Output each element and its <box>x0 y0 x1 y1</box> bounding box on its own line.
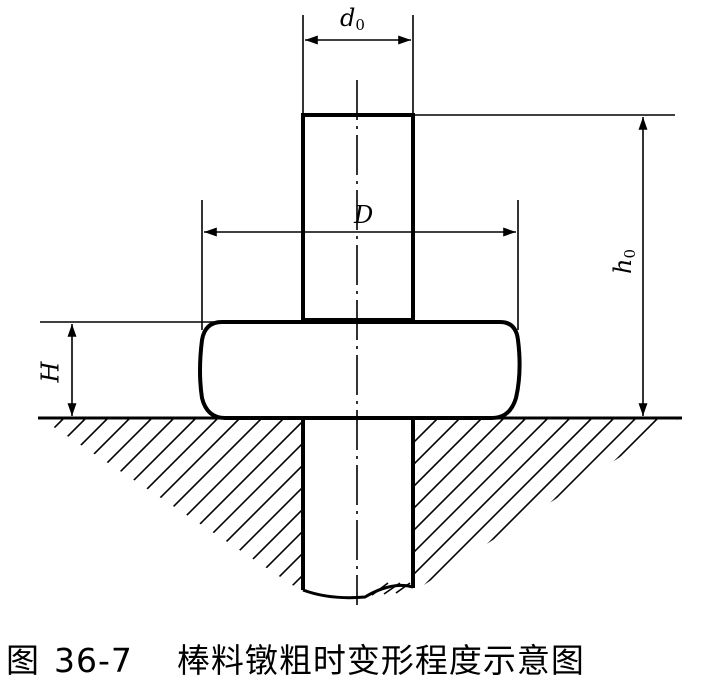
hatch-line <box>40 418 87 592</box>
hatch-line <box>567 418 680 592</box>
figure-caption: 图 36-7 棒料镦粗时变形程度示意图 <box>0 636 719 686</box>
hatch-line <box>457 418 659 592</box>
label-D: D <box>354 201 374 229</box>
hatch-line <box>501 418 680 592</box>
hatch-line <box>40 418 65 592</box>
hatch-line <box>40 418 197 592</box>
figure-prefix: 图 <box>6 641 40 680</box>
hatch-line <box>40 418 131 592</box>
hatch-line <box>391 418 593 592</box>
upsetting-diagram <box>0 15 682 618</box>
hatch-line <box>589 418 680 592</box>
hatch-line <box>633 418 680 592</box>
bar-break-edge <box>302 583 414 600</box>
hatch-line <box>127 418 329 592</box>
upset-bulge <box>198 320 522 420</box>
hatch-line <box>83 418 285 592</box>
hatch-line <box>40 418 153 592</box>
hatch-line <box>655 418 680 592</box>
hatch-line <box>523 418 680 592</box>
hatch-line <box>40 418 109 592</box>
hatch-line <box>105 418 307 592</box>
hatch-line <box>40 418 175 592</box>
hatch-line <box>40 418 241 592</box>
hatch-line <box>545 418 680 592</box>
hatch-line <box>479 418 680 592</box>
hatch-line <box>677 418 680 592</box>
label-H: H <box>36 361 65 383</box>
label-d0: d0 <box>340 4 365 34</box>
hatch-line <box>40 418 43 592</box>
hatch-line <box>435 418 637 592</box>
hatch-line <box>413 418 615 592</box>
bar-break-hatch <box>371 582 411 596</box>
label-h0: h0 <box>609 248 640 275</box>
hatch-line <box>0 418 20 618</box>
figure-title: 棒料镦粗时变形程度示意图 <box>176 641 585 680</box>
figure-number: 36-7 <box>54 641 133 680</box>
hatch-line <box>61 418 263 592</box>
ground-hatching <box>0 418 680 618</box>
hatch-line <box>40 418 219 592</box>
